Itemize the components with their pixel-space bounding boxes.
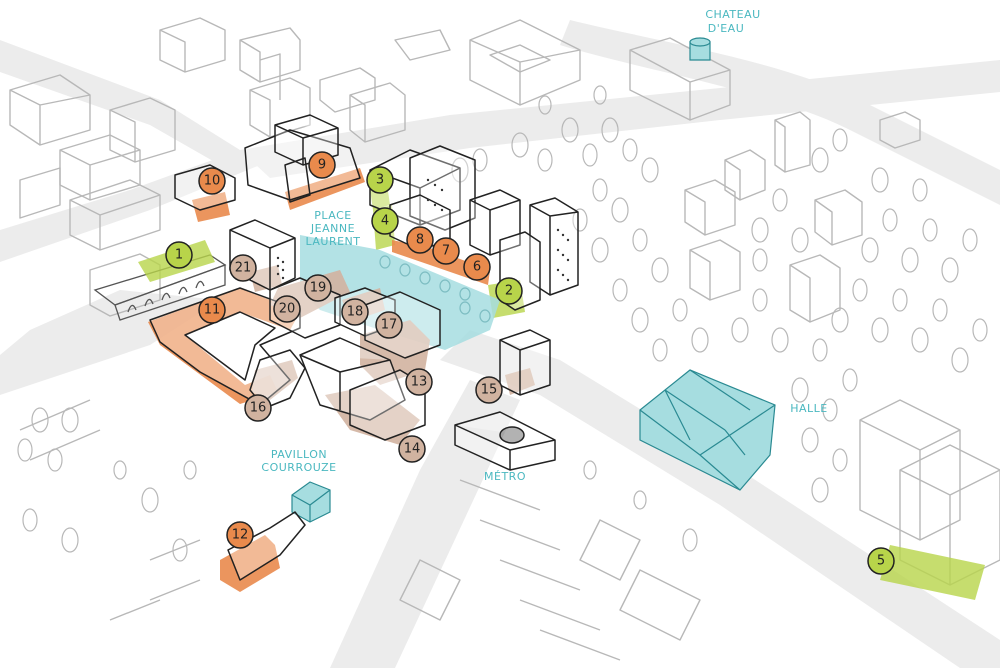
green-area-5 bbox=[880, 545, 985, 600]
marker-3[interactable]: 3 bbox=[366, 166, 394, 194]
svg-text:10: 10 bbox=[204, 174, 221, 189]
svg-text:7: 7 bbox=[442, 244, 450, 259]
svg-text:13: 13 bbox=[411, 375, 428, 390]
pavillon-label-line2: COURROUZE bbox=[261, 461, 336, 474]
pavillon-courrouze-building bbox=[291, 481, 331, 523]
svg-text:11: 11 bbox=[204, 303, 221, 318]
pavillon-label-line1: PAVILLON bbox=[271, 448, 327, 461]
svg-text:1: 1 bbox=[175, 248, 183, 263]
svg-text:5: 5 bbox=[877, 554, 885, 569]
svg-text:19: 19 bbox=[310, 281, 327, 296]
svg-text:12: 12 bbox=[232, 528, 249, 543]
plaza-trees bbox=[379, 255, 491, 323]
chateau-label-line2: D'EAU bbox=[708, 22, 745, 35]
roads bbox=[0, 20, 1000, 668]
window-details bbox=[276, 178, 570, 282]
svg-text:3: 3 bbox=[376, 173, 384, 188]
foreground-buildings bbox=[149, 114, 579, 581]
marker-6[interactable]: 6 bbox=[463, 253, 491, 281]
svg-text:4: 4 bbox=[381, 214, 389, 229]
halle-label: HALLE bbox=[790, 402, 828, 415]
marker-21[interactable]: 21 bbox=[229, 254, 257, 282]
place-label-line1: PLACE bbox=[314, 209, 351, 222]
building-14 bbox=[325, 385, 420, 445]
marker-14[interactable]: 14 bbox=[398, 435, 426, 463]
svg-text:18: 18 bbox=[347, 305, 364, 320]
marker-17[interactable]: 17 bbox=[375, 311, 403, 339]
marker-1[interactable]: 1 bbox=[165, 241, 193, 269]
svg-text:9: 9 bbox=[318, 158, 326, 173]
svg-text:16: 16 bbox=[250, 401, 267, 416]
marker-15[interactable]: 15 bbox=[475, 376, 503, 404]
road-top-right-curve bbox=[560, 20, 1000, 205]
marker-20[interactable]: 20 bbox=[273, 295, 301, 323]
chateau-deau-tower bbox=[689, 37, 711, 61]
marker-2[interactable]: 2 bbox=[495, 277, 523, 305]
svg-text:20: 20 bbox=[279, 302, 296, 317]
svg-text:15: 15 bbox=[481, 383, 498, 398]
svg-text:17: 17 bbox=[381, 318, 398, 333]
place-label-line3: LAURENT bbox=[306, 235, 361, 248]
marker-12[interactable]: 12 bbox=[226, 521, 254, 549]
marker-18[interactable]: 18 bbox=[341, 298, 369, 326]
building-12 bbox=[220, 535, 280, 592]
marker-4[interactable]: 4 bbox=[371, 207, 399, 235]
road-north-left bbox=[0, 40, 240, 165]
trees bbox=[17, 85, 988, 562]
marker-8[interactable]: 8 bbox=[406, 226, 434, 254]
road-main-south bbox=[330, 380, 520, 668]
marker-11[interactable]: 11 bbox=[198, 296, 226, 324]
background-buildings bbox=[9, 17, 1000, 661]
halle-building bbox=[639, 369, 776, 491]
building-21 bbox=[250, 265, 282, 292]
marker-9[interactable]: 9 bbox=[308, 151, 336, 179]
numbered-markers: 1 2 3 4 5 6 7 8 9 10 11 12 13 14 15 16 1… bbox=[165, 151, 895, 575]
road-upper-left bbox=[0, 150, 260, 262]
place-label-line2: JEANNE bbox=[310, 222, 355, 235]
metro-label: MÉTRO bbox=[484, 470, 526, 483]
chateau-label-line1: CHATEAU bbox=[705, 8, 760, 21]
svg-text:21: 21 bbox=[235, 261, 252, 276]
building-11 bbox=[148, 288, 300, 404]
svg-text:6: 6 bbox=[473, 260, 481, 275]
road-east-diagonal bbox=[440, 330, 1000, 668]
svg-text:14: 14 bbox=[404, 442, 421, 457]
marker-19[interactable]: 19 bbox=[304, 274, 332, 302]
marker-10[interactable]: 10 bbox=[198, 167, 226, 195]
marker-16[interactable]: 16 bbox=[244, 394, 272, 422]
svg-text:8: 8 bbox=[416, 233, 424, 248]
marker-13[interactable]: 13 bbox=[405, 368, 433, 396]
marker-5[interactable]: 5 bbox=[867, 547, 895, 575]
svg-text:2: 2 bbox=[505, 284, 513, 299]
building-16 bbox=[252, 360, 298, 400]
place-labels: CHATEAU D'EAU PLACE JEANNE LAURENT HALLE… bbox=[261, 8, 827, 483]
building-17-13 bbox=[360, 320, 430, 385]
marker-7[interactable]: 7 bbox=[432, 237, 460, 265]
